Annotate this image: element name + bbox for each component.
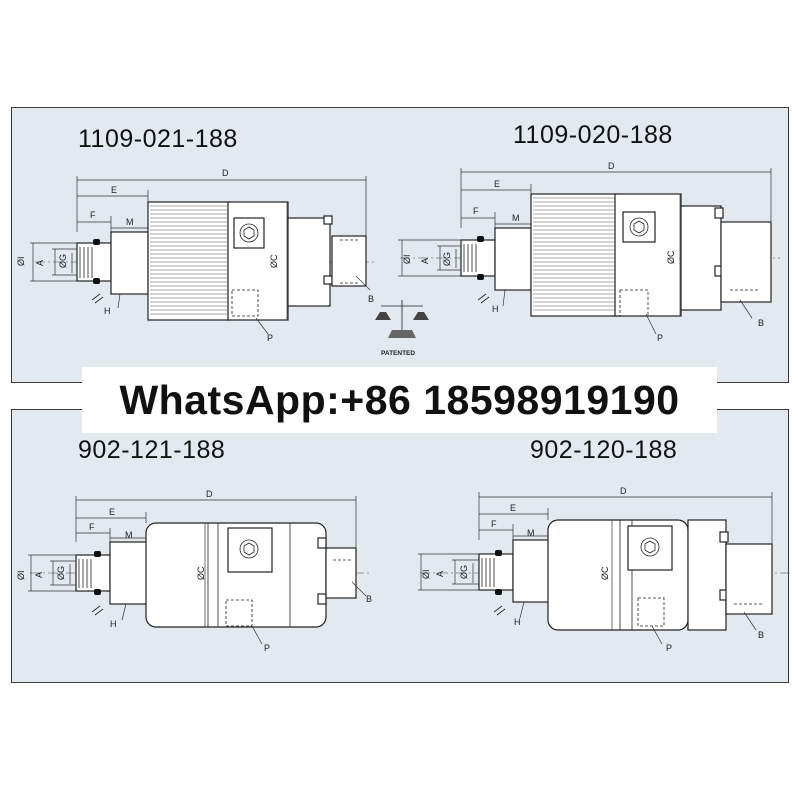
dim-label-h: H	[110, 619, 117, 629]
drawing-1109-021-188: D E F M ØI A ØG ØC B H P	[16, 168, 375, 343]
dim-label-g: ØG	[56, 566, 66, 580]
dim-label-m: M	[126, 217, 134, 227]
dim-label-i: ØI	[402, 254, 412, 264]
dim-label-d: D	[222, 168, 229, 178]
dim-label-b: B	[758, 630, 764, 640]
dim-label-g: ØG	[459, 565, 469, 579]
dim-label-h: H	[104, 306, 111, 316]
dim-label-c: ØC	[269, 254, 279, 268]
dim-label-c: ØC	[666, 250, 676, 264]
dim-label-m: M	[125, 530, 133, 540]
whatsapp-banner: WhatsApp:+86 18598919190	[82, 367, 717, 433]
dim-label-i: ØI	[16, 570, 26, 580]
model-code-902-120-188: 902-120-188	[530, 436, 678, 464]
dim-label-a: A	[435, 571, 445, 577]
model-code-1109-021-188: 1109-021-188	[78, 125, 238, 153]
dim-label-a: A	[34, 572, 44, 578]
dim-label-f: F	[89, 522, 95, 532]
dim-label-a: A	[420, 258, 430, 264]
dim-label-g: ØG	[442, 252, 452, 266]
dim-label-b: B	[368, 294, 374, 304]
dim-label-b: B	[366, 594, 372, 604]
dim-label-e: E	[494, 179, 500, 189]
dim-label-p: P	[666, 643, 672, 653]
dim-label-h: H	[514, 617, 521, 627]
dim-label-m: M	[512, 213, 520, 223]
dim-label-d: D	[620, 486, 627, 496]
dim-label-m: M	[527, 528, 535, 538]
dim-label-p: P	[264, 643, 270, 653]
dim-label-a: A	[35, 260, 45, 266]
model-code-902-121-188: 902-121-188	[78, 436, 226, 464]
model-code-1109-020-188: 1109-020-188	[513, 121, 673, 149]
drawing-1109-020-188: D E F M ØI A ØG ØC B H P	[398, 161, 780, 343]
scales-icon	[375, 300, 429, 338]
dim-label-i: ØI	[421, 569, 431, 579]
whatsapp-banner-text: WhatsApp:+86 18598919190	[119, 376, 680, 423]
patented-mark: PATENTED	[375, 300, 429, 357]
patented-label: PATENTED	[381, 350, 415, 357]
drawing-902-120-188: D E F M ØI A ØG ØC B H P	[418, 486, 790, 653]
dim-label-e: E	[109, 507, 115, 517]
drawing-902-121-188: D E F M ØI A ØG ØC B H P	[16, 489, 372, 653]
dim-label-p: P	[267, 333, 273, 343]
dim-label-c: ØC	[196, 566, 206, 580]
dim-label-e: E	[510, 503, 516, 513]
dim-label-h: H	[492, 304, 499, 314]
dim-label-p: P	[657, 333, 663, 343]
dim-label-i: ØI	[16, 256, 26, 266]
dim-label-f: F	[90, 210, 96, 220]
dim-label-c: ØC	[600, 566, 610, 580]
dim-label-f: F	[491, 519, 497, 529]
dim-label-d: D	[608, 161, 615, 171]
dim-label-g: ØG	[58, 254, 68, 268]
dim-label-d: D	[206, 489, 213, 499]
dim-label-f: F	[473, 206, 479, 216]
dim-label-b: B	[758, 318, 764, 328]
dim-label-e: E	[111, 185, 117, 195]
